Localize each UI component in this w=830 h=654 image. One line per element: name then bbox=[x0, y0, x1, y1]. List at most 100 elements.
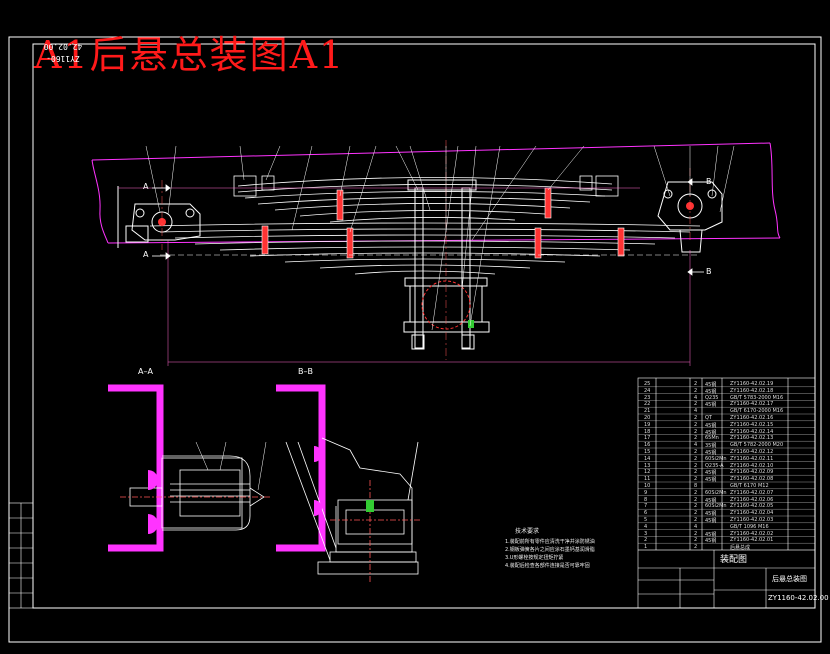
bom-cell-material: 45钢 bbox=[705, 531, 717, 538]
bom-cell-code: ZY1160-42.02.18 bbox=[730, 387, 774, 394]
tech-req-line: 4.装配后检查各部件连接是否可靠牢固 bbox=[505, 563, 590, 569]
title-block-code: ZY1160-42.02.00 bbox=[768, 594, 829, 602]
bom-cell-no: 11 bbox=[644, 476, 651, 483]
bom-cell-no: 23 bbox=[644, 394, 651, 401]
bom-cell-no: 12 bbox=[644, 469, 651, 476]
bom-cell-qty: 2 bbox=[694, 401, 698, 408]
section-mark-a-top: A bbox=[143, 182, 149, 191]
title-block-name: 后悬总装图 bbox=[772, 575, 807, 583]
bom-cell-material: 45钢 bbox=[705, 382, 717, 388]
bom-cell-material: 45钢 bbox=[705, 511, 717, 518]
bom-cell-code: ZY1160-42.02.11 bbox=[730, 455, 774, 462]
bom-cell-qty: 2 bbox=[694, 449, 698, 455]
section-mark-b-top: B bbox=[706, 177, 712, 186]
bom-cell-material: 45钢 bbox=[705, 497, 717, 504]
bom-cell-no: 13 bbox=[644, 462, 651, 469]
bom-cell-no: 14 bbox=[644, 455, 651, 462]
bom-cell-qty: 2 bbox=[694, 462, 698, 469]
bom-cell-material: 65Mn bbox=[705, 435, 719, 442]
bom-cell-material: 60Si2Mn bbox=[705, 489, 727, 496]
bom-cell-material: 45钢 bbox=[705, 429, 717, 436]
bom-cell-no: 4 bbox=[644, 523, 648, 530]
bom-cell-qty: 2 bbox=[694, 415, 698, 421]
bom-cell-no: 24 bbox=[644, 387, 651, 394]
bom-cell-qty: 4 bbox=[694, 408, 698, 415]
bom-cell-qty: 4 bbox=[694, 523, 698, 530]
bom-cell-material: 45钢 bbox=[705, 538, 717, 545]
bom-cell-qty: 2 bbox=[694, 517, 698, 523]
bom-row: 4 4 GB/T 1096 M16 bbox=[640, 523, 810, 532]
title-block-small: 装配图 bbox=[720, 555, 748, 565]
bom-cell-no: 19 bbox=[644, 421, 651, 428]
bom-cell-code: GB/T 6170-2000 M16 bbox=[730, 408, 784, 415]
bom-cell-code: ZY1160-42.02.09 bbox=[730, 469, 774, 476]
bom-cell-material: 45钢 bbox=[705, 422, 717, 429]
bom-cell-no: 20 bbox=[644, 415, 651, 421]
bom-cell-material: QT bbox=[705, 415, 712, 421]
bom-cell-code: ZY1160-42.02.15 bbox=[730, 421, 774, 428]
bom-cell-code: ZY1160-42.02.05 bbox=[730, 503, 774, 510]
bom-cell-no: 3 bbox=[644, 530, 648, 537]
bom-cell-code: ZY1160-42.02.07 bbox=[730, 489, 774, 496]
main-leaf-spring bbox=[233, 175, 619, 223]
inner-frame bbox=[32, 43, 816, 609]
bom-row-lines bbox=[638, 386, 815, 551]
bom-cell-material: 45钢 bbox=[705, 450, 717, 456]
revision-block bbox=[8, 502, 34, 609]
bom-cell-material: 45钢 bbox=[705, 402, 717, 409]
bom-cell-material: 35钢 bbox=[705, 443, 717, 450]
tech-req-line: 3.U形螺栓按规定扭矩拧紧 bbox=[505, 555, 564, 561]
bom-cell-qty: 2 bbox=[694, 544, 698, 551]
bom-cell-qty: 2 bbox=[694, 435, 698, 442]
bom-cell-code: GB/T 1096 M16 bbox=[730, 523, 769, 530]
bom-cell-qty: 2 bbox=[694, 469, 698, 476]
bom-cell-material: 60Si2Mn bbox=[705, 455, 727, 462]
section-mark-b-bottom: B bbox=[706, 267, 712, 276]
section-mark-a-bottom: A bbox=[143, 250, 149, 259]
bom-cell-code: ZY1160-42.02.04 bbox=[730, 510, 774, 517]
bom-cell-code: ZY1160-42.02.12 bbox=[730, 449, 774, 455]
drawing-code-rotated: ZY1160-42.02.00 bbox=[43, 42, 83, 63]
bom-cell-no: 5 bbox=[644, 517, 648, 523]
bom-cell-code: ZY1160-42.02.02 bbox=[730, 530, 774, 537]
bom-cell-qty: 2 bbox=[694, 496, 698, 503]
dimension-lines bbox=[118, 187, 700, 366]
front-bracket bbox=[117, 186, 201, 248]
bom-cell-material: Q235-A bbox=[705, 462, 724, 469]
bom-cell-material: 45钢 bbox=[705, 470, 717, 477]
bom-cell-qty: 2 bbox=[694, 476, 698, 483]
auxiliary-leaf-spring bbox=[149, 222, 701, 275]
bom-cell-no: 16 bbox=[644, 442, 651, 449]
drawing-title: A1后悬总装图A1 bbox=[34, 33, 346, 77]
bom-cell-no: 25 bbox=[644, 381, 651, 387]
tech-req-line: 2.钢板弹簧各片之间应涂石墨钙基润滑脂 bbox=[505, 547, 595, 553]
bom-cell-qty: 2 bbox=[694, 510, 698, 517]
bom-cell-qty: 2 bbox=[694, 381, 698, 387]
section-label-aa: A–A bbox=[138, 367, 153, 376]
section-aa-view bbox=[108, 384, 270, 552]
bom-cell-no: 9 bbox=[644, 489, 648, 496]
bom-cell-code: 后悬总成 bbox=[730, 545, 751, 552]
bom-cell-code: GB/T 6170 M12 bbox=[730, 483, 769, 489]
bom-cell-no: 8 bbox=[644, 496, 648, 503]
bom-cell-qty: 2 bbox=[694, 387, 698, 394]
bom-cell-code: ZY1160-42.02.16 bbox=[730, 415, 774, 421]
bom-cell-code: ZY1160-42.02.06 bbox=[730, 496, 774, 503]
bom-row: 12 2 45钢 ZY1160-42.02.09 bbox=[640, 468, 810, 477]
bom-cell-code: GB/T 5782-2000 M20 bbox=[730, 442, 784, 449]
